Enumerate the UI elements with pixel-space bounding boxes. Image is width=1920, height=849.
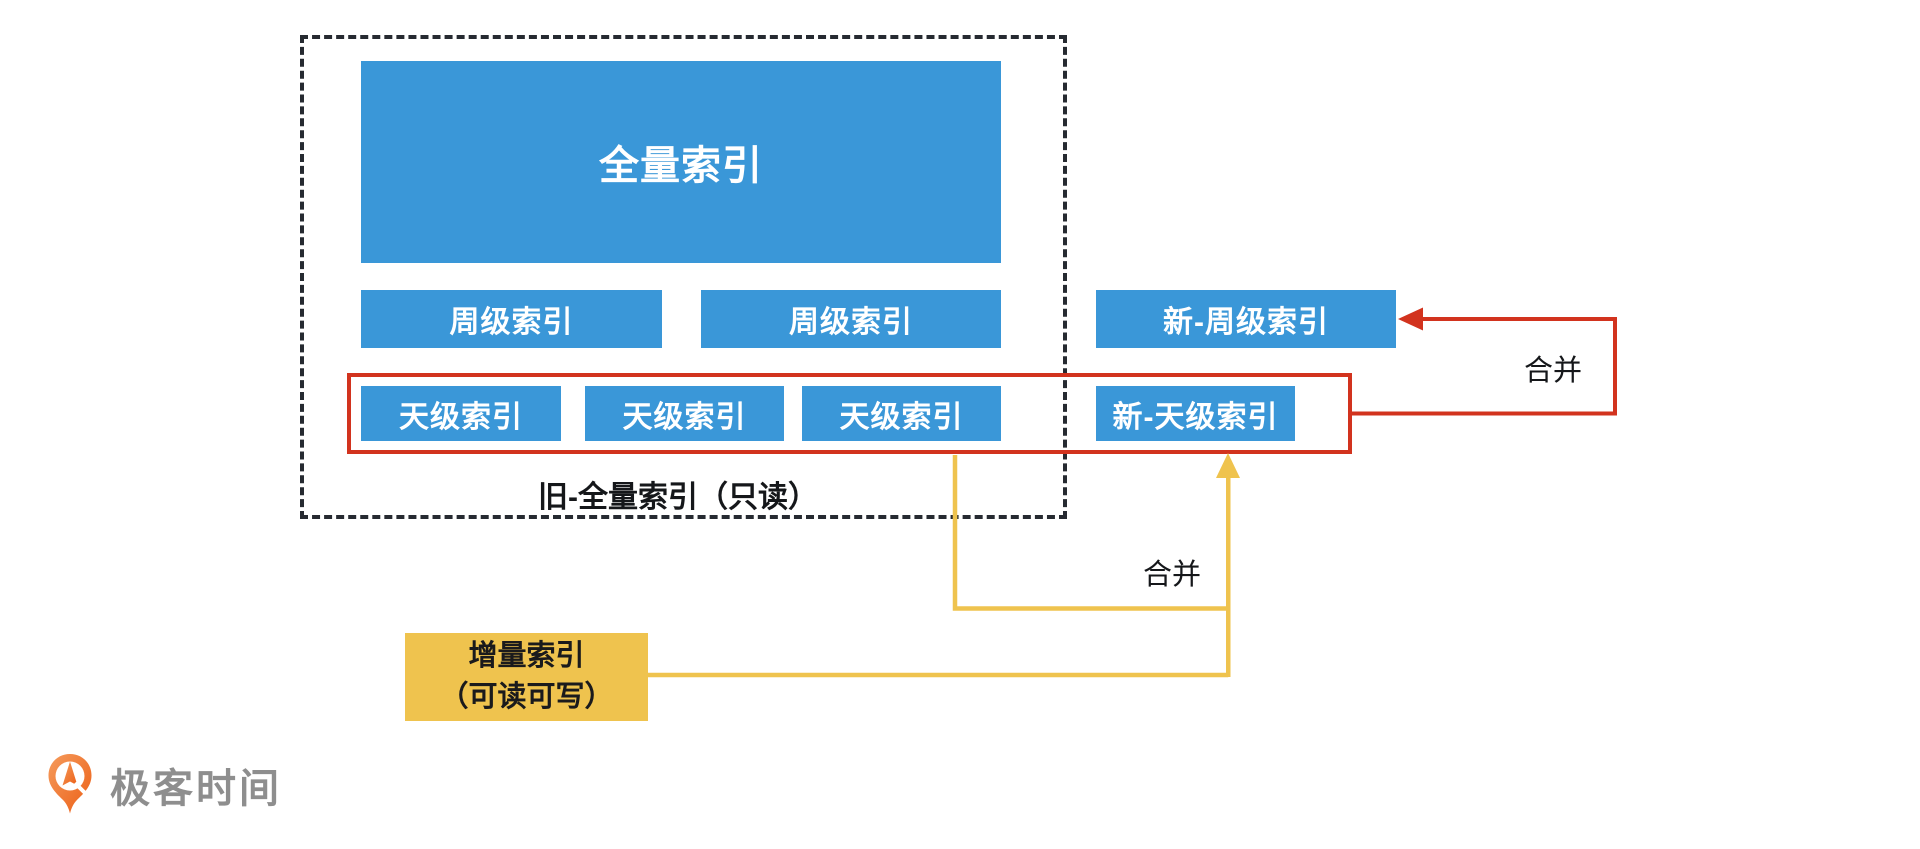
incremental-index-label-line2: （可读可写）: [439, 681, 614, 713]
geektime-logo: 极客时间: [44, 752, 282, 818]
day-index-label-1: 天级索引: [399, 400, 523, 434]
yellow-merge-arrowhead: [1216, 453, 1240, 478]
red-merge-arrowhead: [1398, 307, 1423, 331]
full-index-box: 全量索引: [361, 61, 1001, 263]
new-week-index-box: 新-周级索引: [1096, 290, 1396, 348]
day-index-label-3: 天级索引: [839, 400, 964, 434]
geektime-logo-text: 极客时间: [110, 767, 282, 811]
old-full-index-group-border: [300, 35, 1067, 519]
full-index-label: 全量索引: [599, 144, 763, 188]
new-day-index-label: 新-天级索引: [1112, 400, 1279, 434]
day-index-highlight-rect: [347, 373, 1352, 454]
week-index-label-1: 周级索引: [449, 306, 574, 339]
day-index-box-2: 天级索引: [585, 386, 784, 441]
old-full-index-caption: 旧-全量索引（只读）: [538, 481, 818, 514]
incremental-index-box: 增量索引 （可读可写）: [405, 633, 648, 721]
new-day-index-box: 新-天级索引: [1096, 386, 1295, 441]
day-index-box-1: 天级索引: [361, 386, 561, 441]
week-index-box-1: 周级索引: [361, 290, 662, 348]
week-index-label-2: 周级索引: [789, 306, 913, 339]
new-week-index-label: 新-周级索引: [1163, 306, 1329, 339]
day-index-box-3: 天级索引: [802, 386, 1001, 441]
incremental-index-label-line1: 增量索引: [468, 640, 585, 672]
day-index-label-2: 天级索引: [622, 400, 747, 434]
merge-label-yellow: 合并: [1142, 559, 1201, 591]
merge-label-red: 合并: [1523, 355, 1582, 387]
week-index-box-2: 周级索引: [701, 290, 1001, 348]
geektime-logo-icon: [48, 754, 92, 814]
